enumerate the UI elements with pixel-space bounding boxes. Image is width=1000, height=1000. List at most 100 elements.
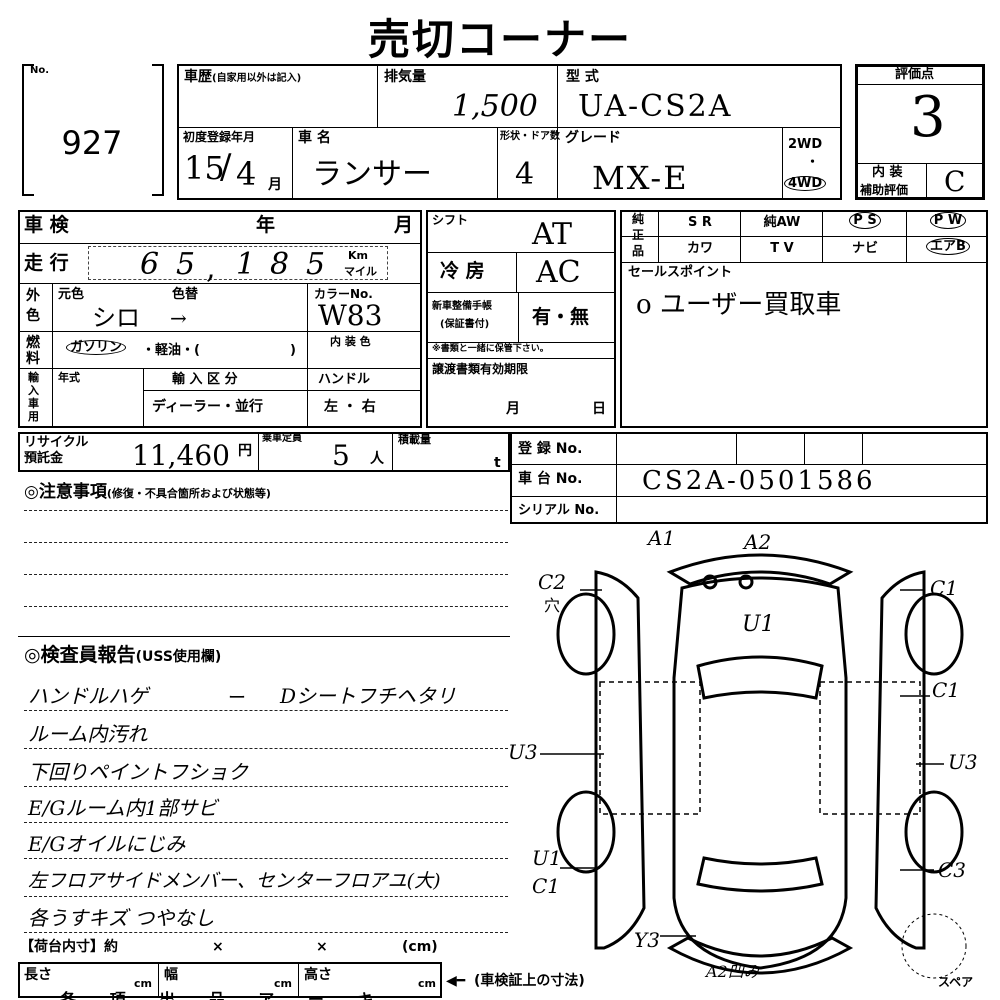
import-side-2: 車 [28,397,39,410]
option-airbag: エアB [908,238,988,255]
displacement-label: 排気量 [384,69,426,85]
mileage-digit: 5 [306,247,326,282]
mileage-mile: マイル [344,265,377,278]
capacity-unit: 人 [370,451,384,467]
rule [177,127,842,128]
rule [24,748,508,749]
mileage-digit: 1 [236,247,256,282]
rule [926,163,927,200]
rule [158,962,159,998]
recycle-unit: 円 [238,443,252,459]
rule [307,368,308,428]
option-genuine-aw: 純AW [763,215,801,230]
recycle-table [18,432,510,472]
shaken-month: 月 [394,214,414,236]
grade-value: MX-E [592,159,689,197]
chassis-value: CS2A-0501586 [642,466,876,496]
interior-color-label: 内 装 色 [330,335,371,348]
mileage-comma: , [206,251,216,286]
dims-table [18,962,442,998]
interior-label-b: 補助評価 [860,183,909,197]
transfer-label: 譲渡書類有効期限 [432,362,529,376]
import-side-0: 輸 [28,371,39,384]
drive-dot: ・ [806,155,820,170]
lot-bracket-left [22,64,34,196]
spare-label: スペア [938,975,974,989]
recycle-label-b: 預託金 [24,451,64,466]
fuel-rest: ・軽油・( [142,343,200,358]
inspector-line: 下回りペイントフショク [28,760,248,784]
rule [24,510,508,511]
option-pw-text: P W [929,212,967,229]
dims-height-unit: cm [418,977,436,990]
handle-value: 左 ・ 右 [324,399,376,415]
diagram-u1-roof: U1 [742,612,775,637]
rule [497,127,498,200]
option-pw: P W [908,212,988,229]
diagram-a2-bottom: A2凹み [706,962,760,981]
color-orig-label: 元色 [58,287,85,302]
handle-label: ハンドル [318,372,371,387]
interior-value: C [944,165,966,198]
rule [18,243,422,244]
diagram-a1: A1 [648,526,676,550]
mileage-digit: 6 [140,247,160,282]
cargo-x1: × [212,939,224,955]
lot-no-label: No. [30,65,50,76]
rule [143,390,422,391]
record-book-note: ※書類と一緒に保管下さい。 [432,344,549,354]
registration-label: 登 録 No. [518,441,583,457]
first-reg-year: 15 [184,149,225,187]
color-code-label: カラーNo. [314,287,373,301]
genuine-a: 純 [632,212,645,226]
spec-table-middle [426,210,616,428]
rule [24,542,508,543]
rule [24,858,508,859]
cargo-label: 【荷台内寸】約 [20,939,118,955]
rule [426,342,616,343]
rule [307,283,308,331]
caution-title: ◎注意事項(修復・不具合箇所および状態等) [24,482,271,502]
option-ps: P S [824,212,906,229]
rule [392,432,393,472]
diagram-c2: C2 [538,570,567,594]
option-tv: T V [770,241,794,256]
rule [377,64,378,127]
mileage-boxes [88,246,388,280]
rule [292,127,293,200]
rule [862,432,863,464]
page-title: 売切コーナー [367,15,632,64]
model-code-label: 型 式 [566,69,599,85]
import-side-3: 用 [28,410,39,423]
diagram-c1-rear: C1 [532,874,561,898]
footer-partial: 各 項 出 品 ア ー キ [60,990,388,1000]
interior-label-a: 内 装 [872,165,903,180]
car-diagram [540,553,967,979]
rule [906,210,907,262]
record-book-label-b: (保証書付) [440,319,490,330]
drive-2wd: 2WD [788,137,823,152]
rule [18,636,510,637]
recycle-label-a: リサイクル [24,435,89,450]
vehicle-info-table [177,64,842,200]
rule [24,574,508,575]
load-unit: t [494,455,501,471]
import-side-1: 入 [28,384,39,397]
shaken-label: 車 検 [24,214,69,236]
rule [18,331,422,332]
options-table [620,210,988,428]
diagram-u3-right: U3 [948,750,978,774]
mileage-digit: 5 [176,247,196,282]
rule [855,163,985,164]
rule [855,84,985,85]
displacement-value: 1,500 [452,89,538,124]
inspector-line: 各うすキズ つやなし [28,906,215,930]
rule [620,262,988,263]
option-airbag-text: エアB [926,238,970,255]
rule [518,292,519,342]
rule [804,432,805,464]
mileage-digit: 8 [270,247,290,282]
grade-label: グレード [565,130,621,146]
capacity-value: 5 [332,439,350,472]
rule [658,210,659,262]
